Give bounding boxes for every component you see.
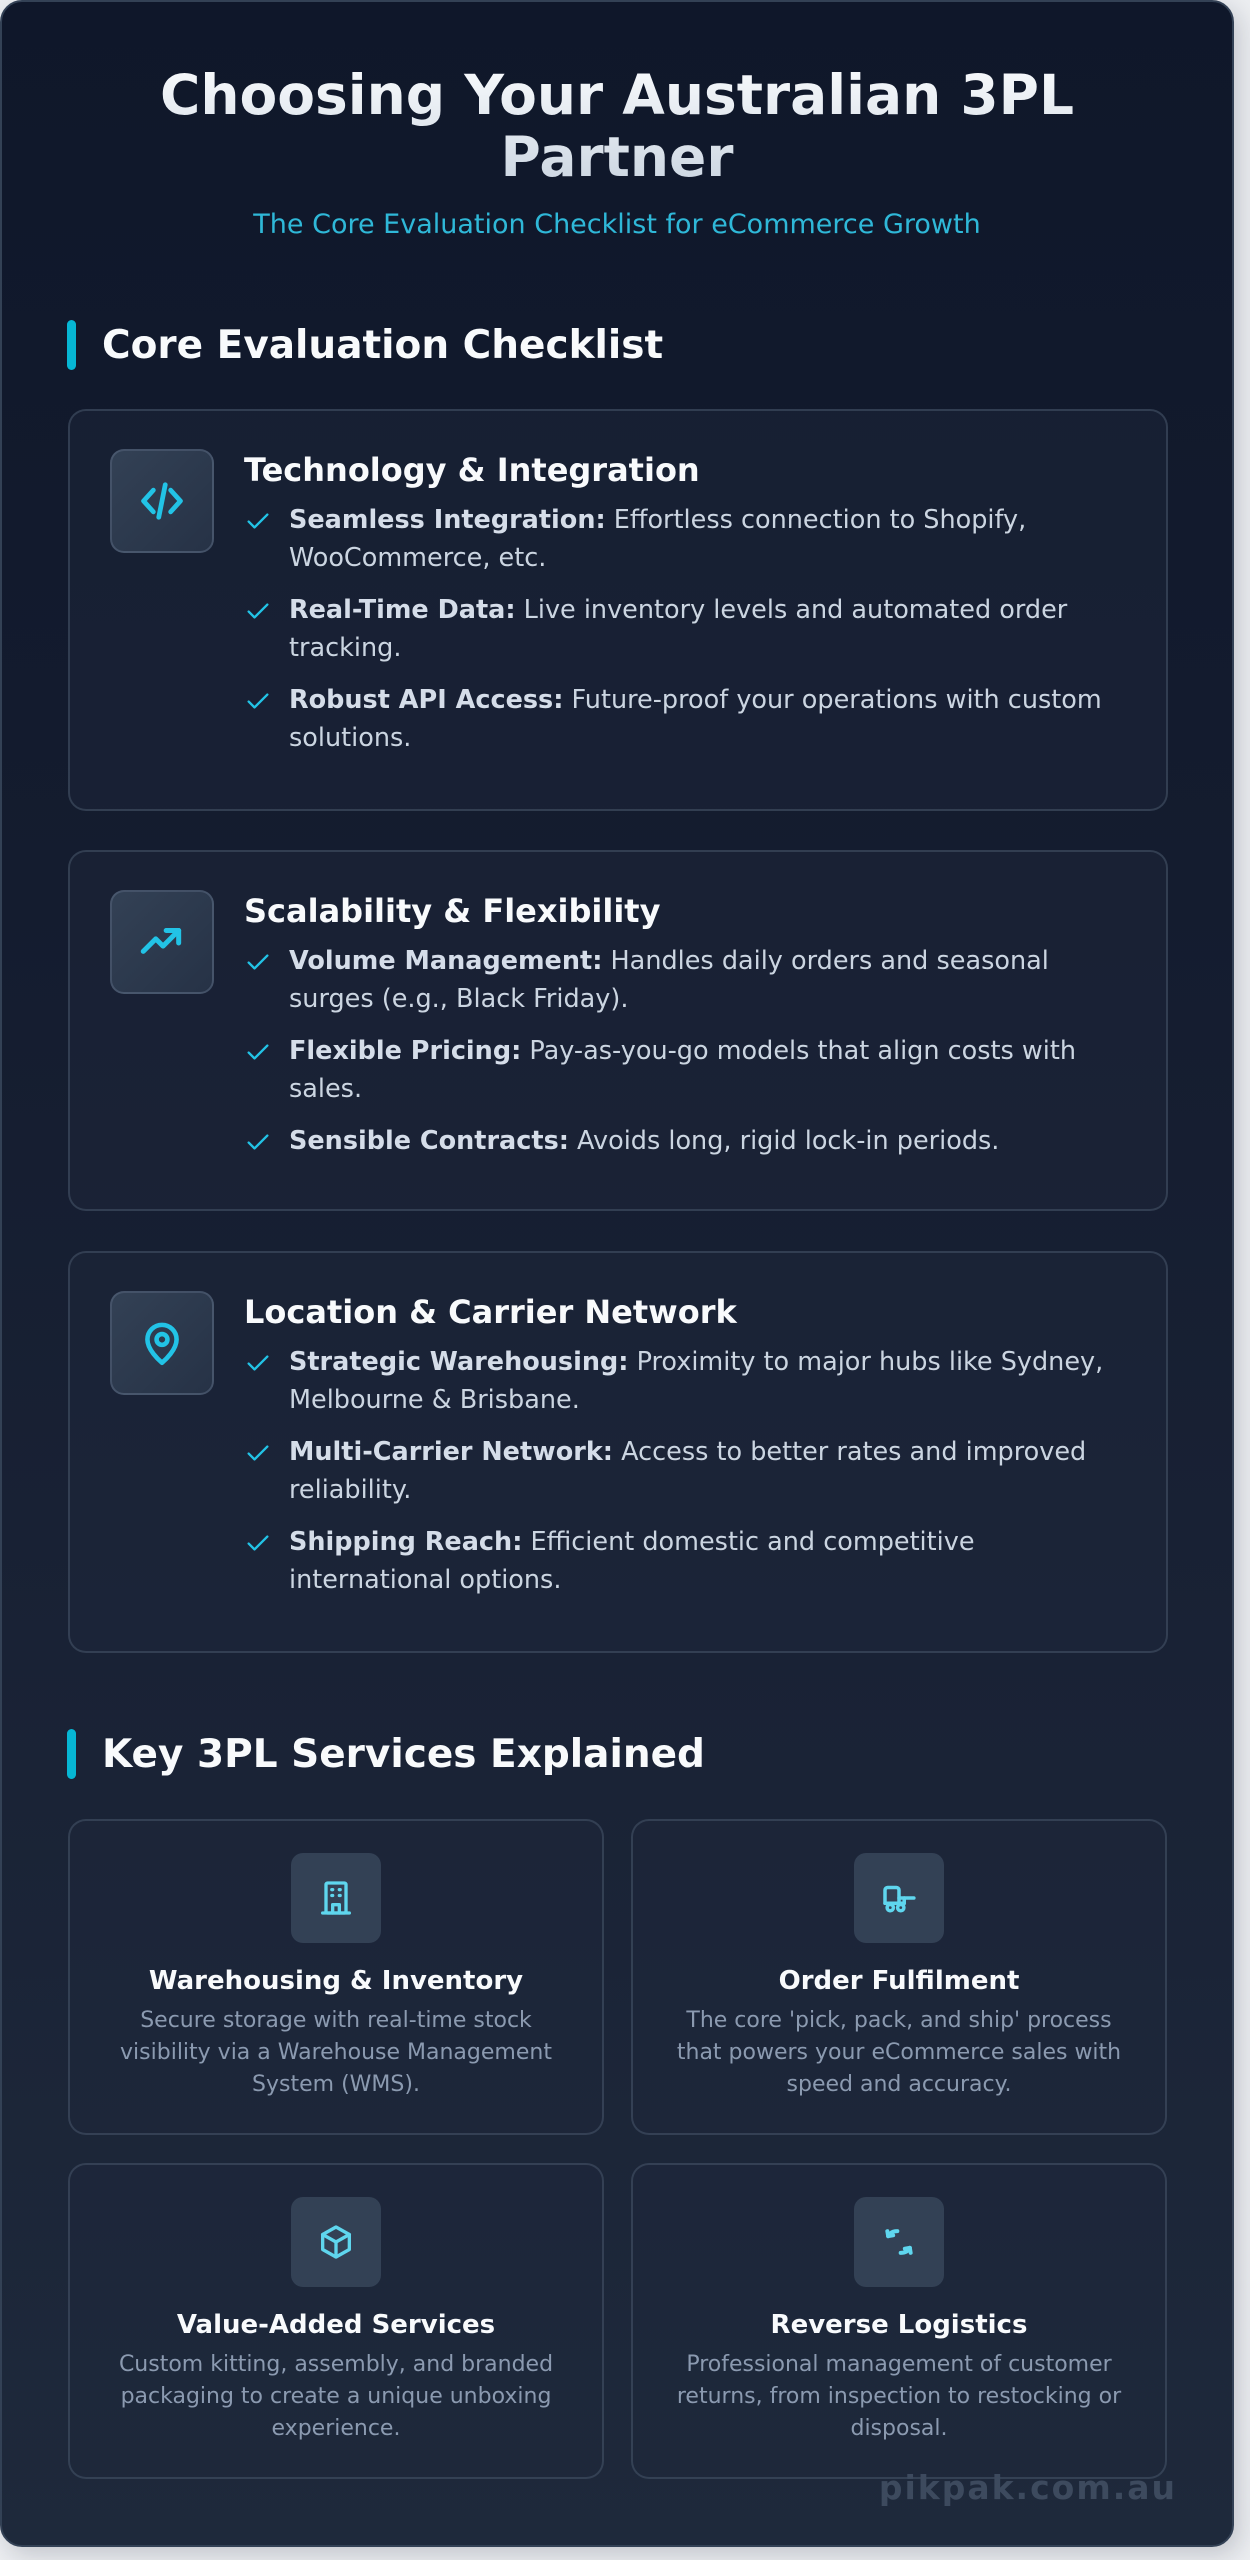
service-card-fulfilment: Order Fulfilment The core 'pick, pack, a…: [631, 1819, 1167, 2135]
item-text: Future-proof your operations with custom…: [289, 685, 1102, 753]
item-text: Efficient domestic and competitive inter…: [289, 1527, 975, 1595]
checklist-item: Volume Management: Handles daily orders …: [244, 942, 1126, 1018]
item-text: Access to better rates and improved reli…: [289, 1437, 1087, 1505]
checklist-item: Sensible Contracts: Avoids long, rigid l…: [244, 1122, 1126, 1160]
check-icon: [247, 1044, 269, 1060]
item-text: Avoids long, rigid lock-in periods.: [568, 1126, 1000, 1156]
card-icon-box: [110, 890, 214, 994]
checklist-item: Multi-Carrier Network: Access to better …: [244, 1433, 1126, 1509]
checklist-item: Flexible Pricing: Pay-as-you-go models t…: [244, 1032, 1126, 1108]
item-text: Effortless connection to Shopify, WooCom…: [289, 505, 1027, 573]
checklist-item: Strategic Warehousing: Proximity to majo…: [244, 1343, 1126, 1419]
card-title: Technology & Integration: [244, 451, 700, 489]
item-label: Shipping Reach:: [289, 1527, 523, 1557]
section-header-checklist: Core Evaluation Checklist: [67, 319, 663, 371]
service-description: Professional management of customer retu…: [676, 2352, 1122, 2441]
checklist-item: Shipping Reach: Efficient domestic and c…: [244, 1523, 1126, 1599]
checklist-item: Seamless Integration: Effortless connect…: [244, 501, 1126, 577]
section-header-services: Key 3PL Services Explained: [67, 1728, 705, 1780]
checklist: Strategic Warehousing: Proximity to majo…: [244, 1343, 1126, 1599]
checklist-item: Real-Time Data: Live inventory levels an…: [244, 591, 1126, 667]
check-icon: [247, 513, 269, 529]
hero-header: Choosing Your Australian 3PL Partner The…: [2, 64, 1232, 242]
service-card-value-added: Value-Added Services Custom kitting, ass…: [68, 2163, 604, 2479]
service-icon-box: [854, 2197, 944, 2287]
service-card-warehousing: Warehousing & Inventory Secure storage w…: [68, 1819, 604, 2135]
service-title: Order Fulfilment: [778, 1966, 1020, 1996]
check-icon: [247, 1134, 269, 1150]
service-icon-box: [291, 1853, 381, 1943]
item-text: Live inventory levels and automated orde…: [289, 595, 1068, 663]
item-label: Real-Time Data:: [289, 595, 516, 625]
section-accent-bar: [67, 320, 76, 370]
checklist-item: Robust API Access: Future-proof your ope…: [244, 681, 1126, 757]
checklist-card-technology: Technology & Integration Seamless Integr…: [68, 409, 1168, 811]
service-icon-box: [291, 2197, 381, 2287]
checklist-card-scalability: Scalability & Flexibility Volume Managem…: [68, 850, 1168, 1211]
check-icon: [247, 693, 269, 709]
watermark: pikpak.com.au: [878, 2468, 1177, 2507]
checklist-card-location: Location & Carrier Network Strategic War…: [68, 1251, 1168, 1653]
service-description: Secure storage with real-time stock visi…: [120, 2008, 552, 2097]
checklist: Seamless Integration: Effortless connect…: [244, 501, 1126, 757]
card-title: Location & Carrier Network: [244, 1293, 737, 1331]
code-icon: [141, 482, 183, 520]
check-icon: [247, 954, 269, 970]
check-icon: [247, 1355, 269, 1371]
card-title: Scalability & Flexibility: [244, 892, 661, 930]
item-text: Proximity to major hubs like Sydney, Mel…: [289, 1347, 1104, 1415]
map-pin-icon: [145, 1322, 179, 1366]
page-subtitle: The Core Evaluation Checklist for eComme…: [253, 209, 981, 240]
item-text: Pay-as-you-go models that align costs wi…: [289, 1036, 1077, 1104]
service-card-reverse-logistics: Reverse Logistics Professional managemen…: [631, 2163, 1167, 2479]
service-title: Reverse Logistics: [770, 2310, 1028, 2340]
building-icon: [321, 1881, 351, 1915]
item-label: Volume Management:: [289, 946, 603, 976]
check-icon: [247, 603, 269, 619]
item-label: Strategic Warehousing:: [289, 1347, 629, 1377]
check-icon: [247, 1445, 269, 1461]
item-label: Sensible Contracts:: [289, 1126, 569, 1156]
box-icon: [321, 2225, 351, 2259]
service-description: The core 'pick, pack, and ship' process …: [676, 2008, 1122, 2097]
section-title: Key 3PL Services Explained: [102, 1731, 705, 1777]
trending-up-icon: [140, 928, 182, 954]
item-label: Seamless Integration:: [289, 505, 606, 535]
service-icon-box: [854, 1853, 944, 1943]
card-icon-box: [110, 449, 214, 553]
check-icon: [247, 1535, 269, 1551]
item-label: Flexible Pricing:: [289, 1036, 522, 1066]
forklift-icon: [883, 1885, 916, 1913]
card-icon-box: [110, 1291, 214, 1395]
service-description: Custom kitting, assembly, and branded pa…: [118, 2352, 554, 2441]
item-label: Multi-Carrier Network:: [289, 1437, 613, 1467]
checklist: Volume Management: Handles daily orders …: [244, 942, 1126, 1160]
service-title: Warehousing & Inventory: [148, 1966, 524, 1996]
service-title: Value-Added Services: [176, 2310, 496, 2340]
section-accent-bar: [67, 1729, 76, 1779]
item-label: Robust API Access:: [289, 685, 564, 715]
refresh-arrows-icon: [885, 2229, 913, 2255]
section-title: Core Evaluation Checklist: [102, 322, 664, 368]
page-title: Choosing Your Australian 3PL Partner: [2, 64, 1232, 188]
item-text: Handles daily orders and seasonal surges…: [289, 946, 1049, 1014]
